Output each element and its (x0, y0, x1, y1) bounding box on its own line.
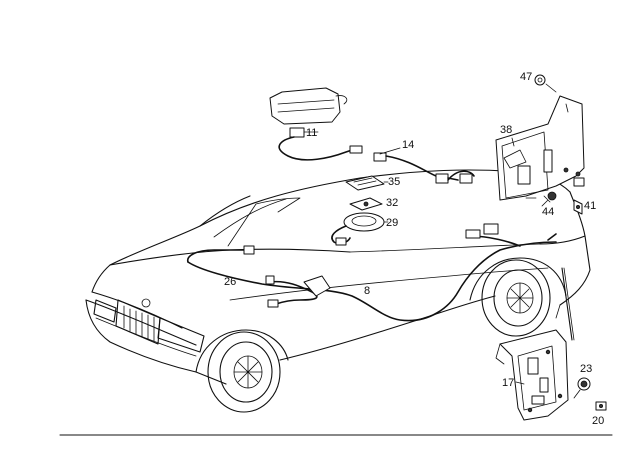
rear-wheel (481, 259, 551, 337)
label-35: 35 (388, 176, 400, 188)
screw (573, 377, 591, 399)
control-module (495, 95, 585, 201)
antenna-cable (373, 152, 475, 184)
connector (267, 299, 279, 308)
label-20: 20 (592, 415, 604, 427)
nut (534, 74, 557, 93)
small-clip (595, 401, 607, 411)
radio-unit (269, 87, 363, 161)
connector (483, 223, 499, 235)
clip (573, 199, 583, 215)
label-23: 23 (580, 363, 592, 375)
label-41: 41 (584, 200, 596, 212)
connector (243, 245, 255, 255)
label-47: 47 (520, 71, 532, 83)
amplifier-bracket (495, 329, 569, 421)
front-wheel (207, 331, 281, 413)
bolt (541, 191, 557, 207)
label-38: 38 (500, 124, 512, 136)
leader-line (515, 381, 525, 385)
leader-line (379, 147, 401, 155)
junction-block (303, 275, 331, 297)
antenna-rod (561, 267, 575, 341)
bracket (349, 197, 383, 211)
label-14: 14 (402, 139, 414, 151)
mounting-plate (345, 175, 385, 191)
wiring-harness (187, 233, 557, 322)
label-8: 8 (364, 285, 370, 297)
connector (465, 229, 481, 239)
speaker (331, 212, 385, 246)
label-32: 32 (386, 197, 398, 209)
label-11: 11 (306, 127, 317, 139)
label-44: 44 (542, 206, 554, 218)
label-17: 17 (502, 377, 514, 389)
label-29: 29 (386, 217, 398, 229)
label-26: 26 (224, 276, 236, 288)
connector (265, 275, 275, 285)
